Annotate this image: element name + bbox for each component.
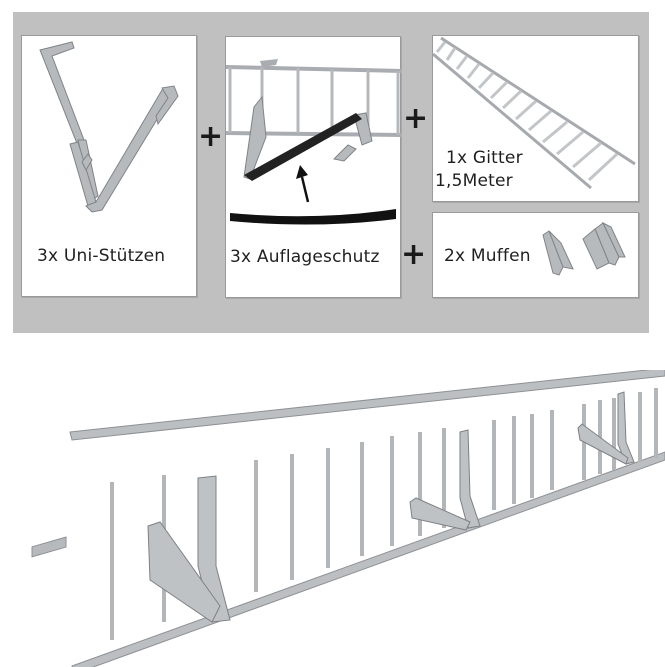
- panel-auflageschutz: 3x Auflageschutz: [225, 36, 402, 298]
- panel-uni-stuetzen: 3x Uni-Stützen: [21, 35, 197, 297]
- plus-icon: +: [198, 119, 224, 154]
- gitter-ladder-icon: [433, 36, 636, 190]
- assembled-snow-guard-image: [31, 370, 665, 667]
- panel-gitter: 1x Gitter 1,5Meter: [432, 35, 639, 202]
- plus-icon: +: [401, 237, 427, 272]
- gitter-label: 1x Gitter: [446, 148, 523, 168]
- auflageschutz-label: 3x Auflageschutz: [230, 247, 380, 267]
- panel-muffen: 2x Muffen: [432, 212, 639, 298]
- uni-stuetzen-label: 3x Uni-Stützen: [37, 246, 166, 266]
- gitter-length-label: 1,5Meter: [435, 171, 513, 191]
- uni-stuetze-icon: [39, 41, 179, 213]
- plus-icon: +: [403, 101, 429, 136]
- muffen-icon: [542, 221, 626, 276]
- auflageschutz-icon: [226, 59, 402, 225]
- muffen-label: 2x Muffen: [444, 246, 531, 266]
